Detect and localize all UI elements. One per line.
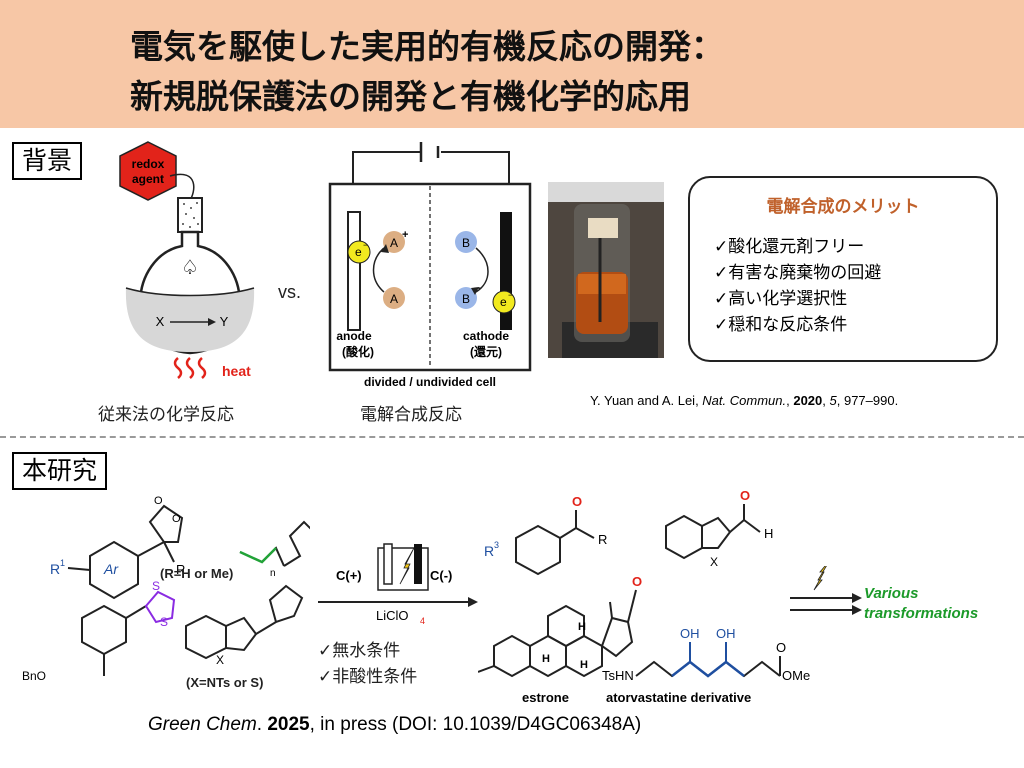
merits-box: 電解合成のメリット ✓酸化還元剤フリー ✓有害な廃棄物の回避 ✓高い化学選択性 … [688,176,998,362]
reaction-conditions-scheme: C(+) C(-) LiClO 4 [318,543,478,624]
svg-text:X: X [216,653,224,667]
svg-text:S: S [152,579,160,593]
svg-text:Ar: Ar [103,561,119,577]
anode-jp-label: (酸化) [342,344,374,359]
anode-electron [347,240,371,264]
svg-text:H: H [580,659,588,671]
svg-text:O: O [632,574,642,589]
svg-text:R: R [598,532,607,547]
svg-text:R: R [176,562,185,577]
reaction-y: Y [220,314,229,329]
anode-electrode [347,211,361,331]
merit-item: ✓高い化学選択性 [714,289,848,309]
cathode-label: cathode [463,329,509,343]
cathode-electron [492,290,516,314]
substrate-r-note: (R=H or Me) [160,566,234,581]
svg-text:+: + [402,229,408,241]
merit-item: ✓有害な廃棄物の回避 [714,263,882,283]
cell-caption: divided / undivided cell [364,375,496,389]
svg-text:O: O [776,640,786,655]
svg-text:atorvastatine derivative: atorvastatine derivative [606,690,751,705]
svg-text:LiClO: LiClO [376,608,409,623]
svg-text:R: R [50,561,60,577]
svg-text:A: A [390,236,398,250]
svg-text:S: S [160,615,168,629]
transformation-arrows [790,566,862,615]
lightning-icon [813,566,827,591]
svg-text:X: X [710,555,718,569]
svg-text:n: n [270,568,276,579]
anode-label: anode [336,329,372,343]
stopper-speckle [182,202,199,228]
svg-text:−: − [508,290,513,300]
electrochemical-cell-scheme: e − e − A + A B B − anode (酸化) cathode (… [328,142,532,389]
conventional-flask-scheme: redox agent ♤ X Y heat [119,141,255,379]
species-a [383,287,405,309]
species-b [455,231,477,253]
svg-text:H: H [578,621,586,633]
svg-text:C(-): C(-) [430,568,452,583]
svg-text:4: 4 [420,616,425,624]
reference-citation: Y. Yuan and A. Lei, Nat. Commun., 2020, … [590,393,899,408]
substrates-scheme: S S R 1 Ar R O O n R 2 X BnO [22,495,310,683]
svg-text:OH: OH [716,626,736,641]
dithiolane-ring [144,590,176,624]
svg-text:C(+): C(+) [336,568,362,583]
cathode-jp-label: (還元) [470,344,502,359]
caption-conventional: 従来法の化学反応 [98,405,234,425]
redox-agent-hexagon [119,141,177,201]
merits-title: 電解合成のメリット [766,197,920,217]
condition-nonacidic: ✓非酸性条件 [318,667,418,687]
svg-text:R: R [484,543,494,559]
svg-text:3: 3 [494,540,499,550]
merit-item: ✓酸化還元剤フリー [714,237,865,257]
svg-text:e: e [355,245,362,259]
publication-citation: Green Chem. 2025, in press (DOI: 10.1039… [148,714,642,735]
species-b-minus [455,287,477,309]
title-line-1: 電気を駆使した実用的有機反応の開発： [130,27,724,66]
svg-text:O: O [154,495,163,507]
reaction-x: X [156,314,165,329]
svg-text:B: B [462,292,470,306]
svg-text:O: O [572,494,582,509]
svg-text:BnO: BnO [22,669,46,683]
svg-text:−: − [363,240,368,250]
stir-bar-icon: ♤ [181,257,199,279]
redox-label-1: redox [132,157,165,171]
vs-label: vs. [278,282,302,302]
svg-text:TsHN: TsHN [602,668,634,683]
svg-text:H: H [764,526,773,541]
caption-electrosynthesis: 電解合成反応 [360,405,462,425]
lightning-icon [399,547,415,585]
redox-label-2: agent [132,172,164,186]
section-divider [0,436,1024,438]
condition-anhydrous: ✓無水条件 [318,641,401,661]
svg-text:O: O [172,513,181,525]
title-line-2: 新規脱保護法の開発と有機化学的応用 [130,77,691,116]
svg-text:OMe: OMe [782,668,810,683]
svg-text:B: B [462,236,470,250]
blue-diol-chain [671,660,745,678]
svg-text:O: O [740,488,750,503]
substrate-x-note: (X=NTs or S) [186,675,264,690]
green-alkyl-chain [239,547,277,564]
various-transformations-label: Various transformations [864,585,979,622]
species-a-plus [383,231,405,253]
background-section-label: 背景 [12,142,83,180]
title-banner [0,0,1024,128]
svg-text:OH: OH [680,626,700,641]
svg-text:A: A [390,292,398,306]
svg-text:e: e [500,295,507,309]
research-section-label: 本研究 [12,452,108,490]
svg-text:1: 1 [60,558,65,568]
products-scheme: O O O R R 3 H X H H H HO estrone TsHN OH… [478,488,810,705]
flask-solution [125,288,255,352]
reaction-vial-photo [548,182,664,358]
heat-label: heat [222,363,251,379]
svg-text:estrone: estrone [522,690,569,705]
svg-text:H: H [542,653,550,665]
merit-item: ✓穏和な反応条件 [714,315,848,335]
